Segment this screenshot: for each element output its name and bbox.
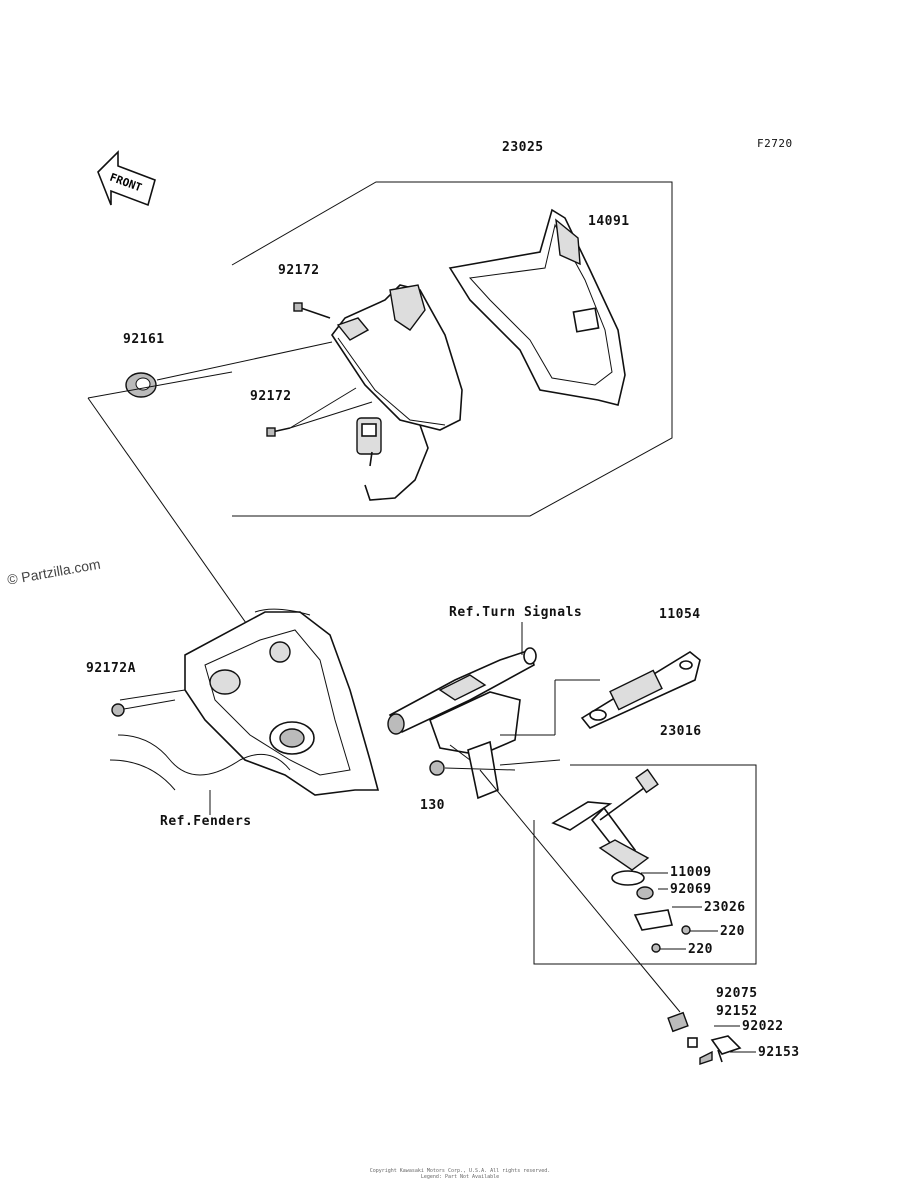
bolt-92172A (111, 699, 176, 717)
license-lamp-box (533, 764, 757, 965)
part-number-23016[interactable]: 23016 (660, 724, 702, 739)
part-number-92022[interactable]: 92022 (742, 1019, 784, 1034)
stay-11054 (580, 651, 701, 729)
part-number-92172-bottom[interactable]: 92172 (250, 389, 292, 404)
part-number-23026[interactable]: 23026 (704, 900, 746, 915)
lens-cover-14091 (448, 208, 626, 406)
part-number-11009[interactable]: 11009 (670, 865, 712, 880)
part-number-14091[interactable]: 14091 (588, 214, 630, 229)
part-number-92172A[interactable]: 92172A (86, 661, 136, 676)
footer-line-1: Copyright Kawasaki Motors Corp., U.S.A. … (369, 1168, 551, 1174)
tail-lamp-body (331, 284, 463, 501)
part-number-92172-top[interactable]: 92172 (278, 263, 320, 278)
part-number-92153[interactable]: 92153 (758, 1045, 800, 1060)
part-number-130[interactable]: 130 (420, 798, 445, 813)
part-number-92161[interactable]: 92161 (123, 332, 165, 347)
part-number-11054[interactable]: 11054 (659, 607, 701, 622)
part-number-23025[interactable]: 23025 (502, 140, 544, 155)
ref-turn-signals-label[interactable]: Ref.Turn Signals (449, 605, 583, 620)
nut-130 (429, 760, 516, 776)
part-number-220-a[interactable]: 220 (720, 924, 745, 939)
license-plate-bracket (387, 622, 681, 1013)
diagram-code: F2720 (757, 137, 793, 150)
grommet-92161 (125, 341, 333, 398)
footer-line-2: Legend: Part Not Available (420, 1174, 500, 1180)
tail-lamp-assembly-box (231, 181, 673, 517)
part-number-92152[interactable]: 92152 (716, 1004, 758, 1019)
rear-fender (109, 608, 380, 815)
footer-copyright: Copyright Kawasaki Motors Corp., U.S.A. … (350, 1168, 570, 1180)
bolt-92172-top (293, 302, 331, 319)
ref-fenders-label[interactable]: Ref.Fenders (160, 814, 252, 829)
lower-hardware (667, 1011, 742, 1065)
license-lamp (551, 768, 691, 953)
part-number-92075[interactable]: 92075 (716, 986, 758, 1001)
bolt-92172-bottom (266, 387, 373, 437)
part-number-220-b[interactable]: 220 (688, 942, 713, 957)
front-arrow-icon: FRONT (97, 150, 156, 207)
part-number-92069[interactable]: 92069 (670, 882, 712, 897)
